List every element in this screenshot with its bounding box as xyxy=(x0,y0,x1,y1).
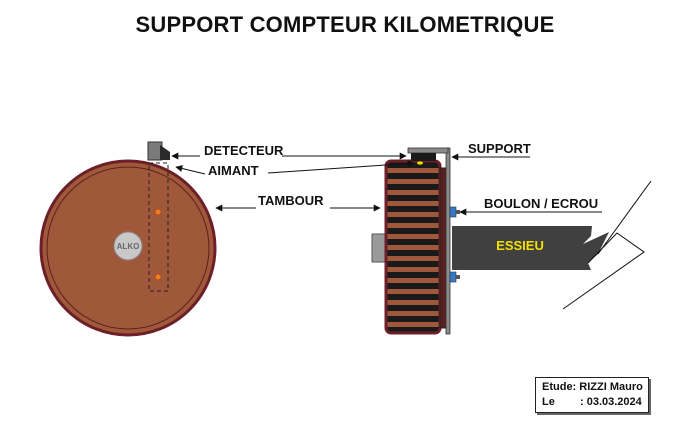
bolt-top xyxy=(449,206,460,218)
aimant-arrow-left xyxy=(175,165,206,175)
essieu-label: ESSIEU xyxy=(496,238,544,253)
drum-inner-ring xyxy=(46,166,210,330)
diagram-title: SUPPORT COMPTEUR KILOMETRIQUE xyxy=(135,12,555,37)
magnet-dot-bottom xyxy=(154,273,162,281)
credit-date: : 03.03.2024 xyxy=(580,396,642,408)
axle-break-line xyxy=(597,180,652,255)
drum-front-view: ALKO xyxy=(39,141,217,337)
label-detecteur: DETECTEUR xyxy=(204,143,284,158)
hub-stub xyxy=(371,233,387,263)
drum-body xyxy=(384,159,442,335)
axle-shape xyxy=(452,226,609,270)
sensor-bracket xyxy=(147,141,163,161)
drum-side-view: ESSIEU xyxy=(371,147,652,335)
detector-slot-outline xyxy=(148,162,169,292)
sensor-body xyxy=(411,153,436,161)
label-support: SUPPORT xyxy=(468,141,531,156)
leader-lines xyxy=(171,152,602,216)
bolt-bottom xyxy=(449,271,460,283)
credit-le: Le xyxy=(542,396,555,408)
credit-date-row: Le : 03.03.2024 xyxy=(542,396,642,408)
support-bracket-top xyxy=(407,147,449,154)
magnet-marker xyxy=(417,161,423,165)
sensor-head xyxy=(160,145,170,160)
axle-break-line-2 xyxy=(562,232,645,310)
label-aimant: AIMANT xyxy=(208,163,259,178)
label-boulon-ecrou: BOULON / ECROU xyxy=(484,196,598,211)
magnet-dot-top xyxy=(154,208,162,216)
label-tambour: TAMBOUR xyxy=(258,193,324,208)
hub-brand-label: ALKO xyxy=(117,242,140,251)
credit-box: Etude: RIZZI Mauro Le : 03.03.2024 xyxy=(535,377,649,413)
support-bracket-vertical xyxy=(445,147,451,335)
hub-circle xyxy=(113,231,143,261)
aimant-arrow-right xyxy=(267,159,415,174)
credit-etude: Etude: RIZZI Mauro xyxy=(542,381,643,393)
